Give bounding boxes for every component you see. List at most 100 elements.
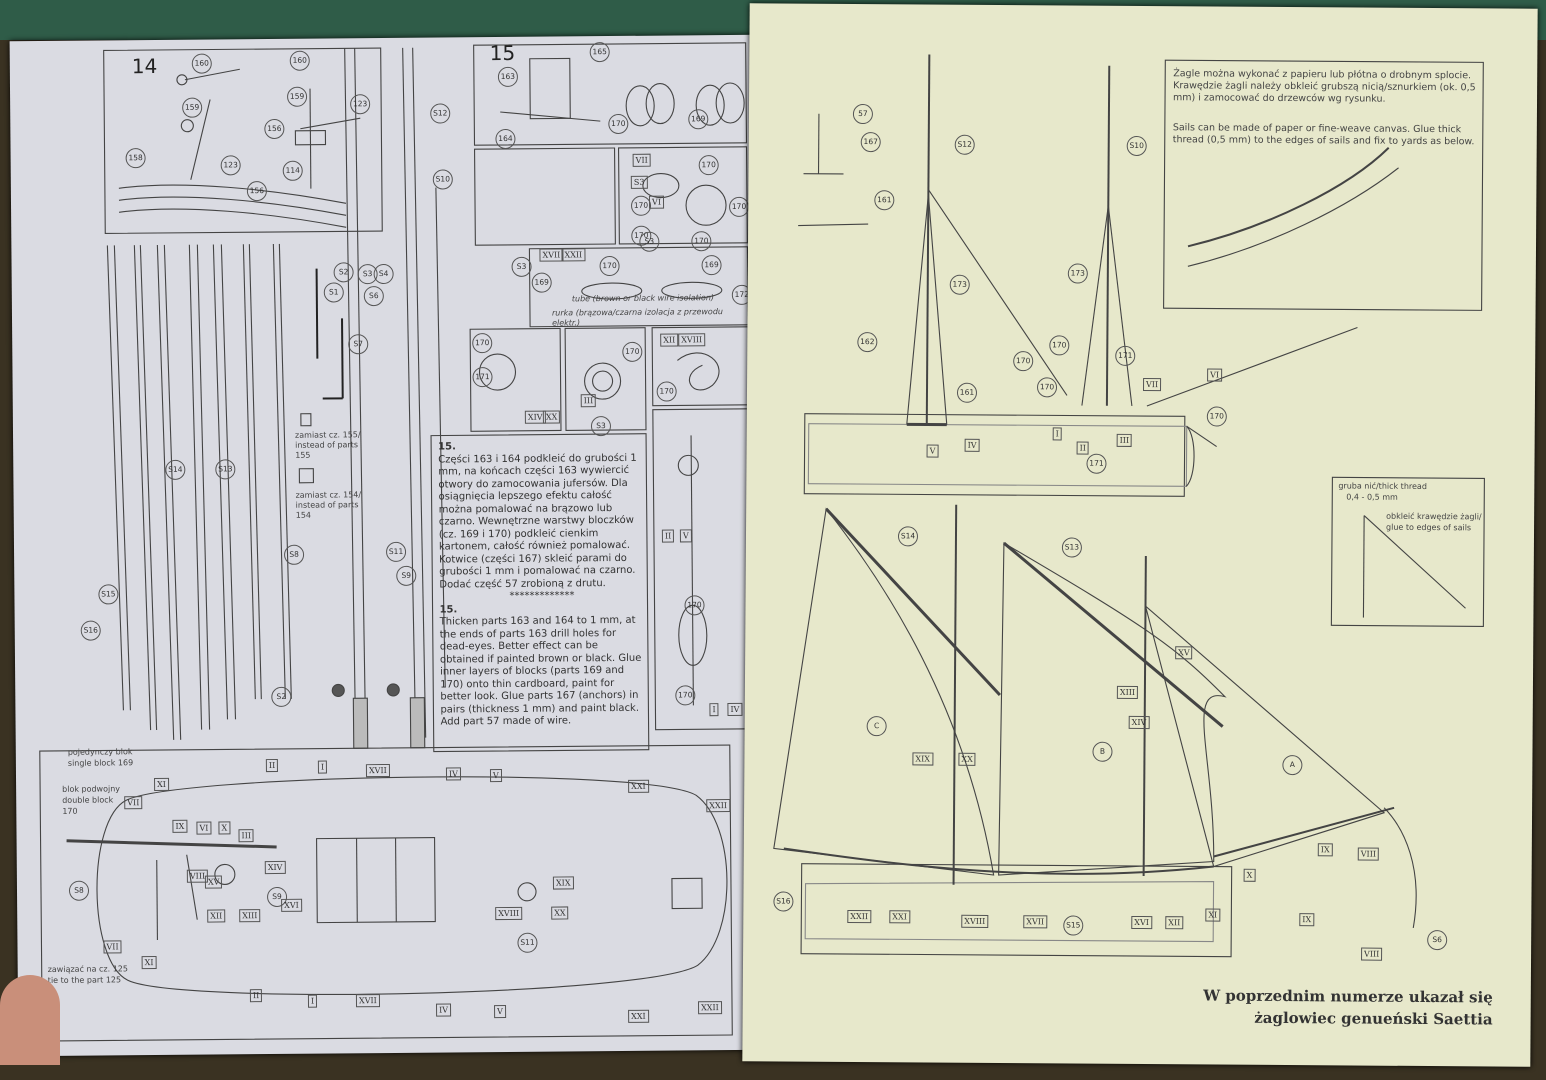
part-callout: 170 (599, 255, 620, 277)
part-callout: 170 (622, 341, 643, 362)
step15-box-c (617, 146, 748, 245)
roman-label: IX (1299, 913, 1315, 927)
part-callout: 170 (684, 595, 705, 616)
part-callout: S11 (517, 932, 538, 953)
roman-label: IV (727, 702, 743, 717)
roman-label: IV (964, 438, 980, 452)
part-callout: S9 (396, 565, 417, 586)
part-callout: 170 (1013, 351, 1034, 372)
double-block-en: double block (62, 795, 114, 805)
instead155-en: instead of parts 155 (295, 440, 359, 460)
part-callout: 161 (956, 382, 978, 403)
part-callout: S16 (773, 891, 794, 912)
part-callout: 159 (286, 86, 308, 107)
instead155-pl: zamiast cz. 155/ (294, 430, 361, 440)
roman-label: XII (1165, 916, 1184, 930)
sail-a (1144, 604, 1386, 868)
roman-label: XXII (697, 1001, 722, 1015)
roman-label: VI (196, 821, 212, 835)
roman-label: XX (958, 752, 976, 766)
step15-number: 15 (489, 40, 516, 66)
part-callout: S4 (373, 263, 394, 285)
step14-box (103, 47, 383, 235)
part-callout: B (1092, 741, 1113, 762)
roman-label: XI (154, 777, 169, 792)
roman-label: XVIII (961, 914, 989, 928)
part-callout: 114 (282, 160, 303, 181)
part-callout: 170 (608, 113, 629, 135)
part-callout: 123 (350, 94, 371, 115)
roman-label: V (926, 444, 939, 458)
deck-plan-box (39, 744, 733, 1042)
part-callout: S14 (897, 526, 919, 547)
edge-detail-box (1330, 476, 1485, 627)
roman-label: IV (445, 767, 461, 781)
part-callout: C (866, 716, 887, 737)
part-callout: 160 (289, 50, 310, 71)
instructions-en: Thicken parts 163 and 164 to 1 mm, at th… (439, 614, 642, 728)
part-callout: S6 (1427, 930, 1448, 951)
part-callout: 170 (1036, 377, 1058, 398)
roman-label: VII (632, 153, 651, 167)
part-callout: 158 (125, 148, 146, 169)
sails-note-pl: Żagle można wykonać z papieru lub płótna… (1173, 68, 1476, 105)
roman-label: XV (1175, 646, 1193, 660)
part-callout: S6 (363, 286, 384, 307)
part-callout: 170 (698, 155, 719, 176)
sails-note-en: Sails can be made of paper or fine-weave… (1172, 122, 1475, 148)
roman-label: III (238, 829, 255, 843)
glue-edges-pl: obkleić krawędzie żagli/ (1386, 511, 1482, 522)
part-callout: 160 (191, 53, 212, 74)
part-callout: 170 (1049, 335, 1070, 356)
part-callout: S12 (954, 134, 975, 155)
tie-note-pl: zawiązać na cz. 125 (47, 964, 129, 974)
instead154-pl: zamiast cz. 154/ (295, 490, 362, 500)
thumb (0, 975, 60, 1065)
part-callout: S13 (215, 459, 236, 480)
roman-label: XIV (1128, 715, 1150, 730)
part-callout: S3 (639, 231, 660, 252)
part-callout: 171 (472, 367, 493, 388)
roman-label: XVII (1023, 915, 1048, 929)
part-callout: 159 (182, 97, 203, 118)
roman-label: VII (124, 796, 143, 810)
glue-edges-en: glue to edges of sails (1386, 522, 1472, 533)
part-callout: 169 (531, 272, 552, 293)
roman-label: VI (648, 195, 665, 209)
part-callout: S3 (511, 256, 532, 277)
part-callout: 169 (701, 255, 722, 276)
roman-label: X (218, 821, 231, 835)
part-callout: S10 (1126, 135, 1147, 157)
roman-label: II (265, 758, 279, 773)
roman-label: I (307, 994, 318, 1008)
roman-label: XXII (561, 248, 586, 262)
step14-number: 14 (131, 53, 158, 79)
roman-label: I (709, 703, 719, 717)
part-callout: S13 (1061, 537, 1082, 558)
part-callout: 170 (472, 333, 493, 354)
roman-label: IX (1317, 843, 1333, 857)
roman-label: III (580, 394, 597, 408)
part-callout: 169 (688, 109, 709, 130)
roman-label: XIX (912, 752, 934, 766)
mast-main (1105, 65, 1111, 406)
roman-label: I (1052, 427, 1062, 441)
part-callout: S10 (432, 169, 453, 190)
step15-box-e (469, 327, 562, 432)
hull-frame-top (803, 413, 1186, 497)
roman-label: XIII (239, 909, 261, 923)
roman-label: S3 (630, 175, 648, 189)
part-callout: 173 (1067, 263, 1088, 284)
part-callout: 156 (246, 181, 267, 202)
roman-label: I (317, 760, 328, 774)
roman-label: II (661, 529, 675, 543)
deck-outline (96, 776, 728, 995)
roman-label: V (494, 1004, 506, 1019)
roman-label: XIII (1116, 685, 1139, 699)
part-callout: 171 (1115, 345, 1136, 366)
hull-frame-bottom (800, 863, 1233, 958)
step15-box-f (564, 327, 647, 431)
sail-b (998, 542, 1227, 876)
part-callout: S3 (590, 416, 612, 437)
roman-label: XIX (552, 876, 574, 890)
